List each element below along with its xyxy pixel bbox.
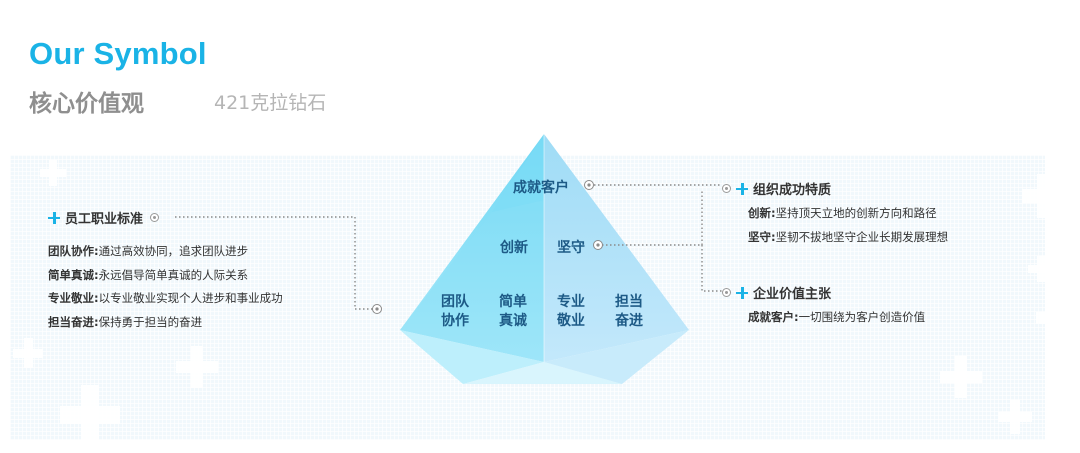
employee-standards-section: 员工职业标准 团队协作:通过高效协同，追求团队进步 简单真诚:永远倡导简单真诚的…	[48, 208, 283, 334]
item-text: 坚韧不拔地坚守企业长期发展理想	[775, 229, 949, 244]
diamond-facet-mid-left	[400, 200, 544, 362]
title-chinese: 核心价值观	[29, 91, 144, 117]
dot-icon	[150, 213, 160, 222]
dot-icon	[722, 184, 731, 193]
item-key: 专业敬业:	[48, 291, 99, 305]
diamond-facet-top-highlight	[492, 134, 544, 212]
diamond-label-professional-2: 敬业	[556, 312, 585, 329]
plus-icon	[48, 211, 60, 224]
item-key: 团队协作:	[48, 244, 99, 258]
item-key: 创新:	[748, 206, 776, 220]
diamond-label-sincere-1: 简单	[499, 293, 527, 310]
item-text: 通过高效协同，追求团队进步	[98, 244, 249, 258]
connector-dot-icons	[372, 180, 603, 314]
employee-standards-list: 团队协作:通过高效协同，追求团队进步 简单真诚:永远倡导简单真诚的人际关系 专业…	[48, 240, 283, 334]
dot-icon	[722, 288, 731, 297]
decorative-cross	[1028, 256, 1054, 282]
list-item: 简单真诚:永远倡导简单真诚的人际关系	[48, 264, 283, 288]
diamond-label-professional-1: 专业	[557, 293, 585, 310]
plus-icon	[736, 286, 748, 299]
diamond-label-teamwork-2: 协作	[441, 312, 469, 329]
value-proposition-section: 企业价值主张 成就客户:一切围绕为客户创造价值	[722, 283, 925, 330]
diamond-label-teamwork-1: 团队	[441, 293, 470, 310]
diamond-facet-bottom-center	[463, 362, 622, 384]
diamond-label-responsibility-1: 担当	[615, 293, 643, 310]
organization-traits-heading: 组织成功特质	[722, 179, 948, 198]
organization-traits-section: 组织成功特质 创新:坚持顶天立地的创新方向和路径 坚守:坚韧不拔地坚守企业长期发…	[722, 179, 948, 249]
diamond-label-perseverance: 坚守	[557, 239, 585, 256]
subtitle: 421克拉钻石	[214, 92, 327, 114]
value-proposition-list: 成就客户:一切围绕为客户创造价值	[748, 306, 925, 330]
diamond-facet-right	[544, 134, 689, 362]
decorative-cross	[60, 385, 120, 445]
list-item: 专业敬业:以专业敬业实现个人进步和事业成功	[48, 287, 283, 311]
list-item: 创新:坚持顶天立地的创新方向和路径	[748, 202, 948, 226]
item-text: 永远倡导简单真诚的人际关系	[98, 267, 249, 282]
item-text: 以专业敬业实现个人进步和事业成功	[98, 291, 283, 305]
decorative-cross	[1040, 116, 1074, 150]
list-item: 成就客户:一切围绕为客户创造价值	[748, 306, 925, 330]
organization-traits-list: 创新:坚持顶天立地的创新方向和路径 坚守:坚韧不拔地坚守企业长期发展理想	[748, 202, 948, 249]
list-item: 团队协作:通过高效协同，追求团队进步	[48, 240, 283, 264]
diamond-label-top: 成就客户	[513, 179, 569, 196]
diamond-label-innovation: 创新	[499, 239, 528, 256]
item-key: 担当奋进:	[48, 314, 99, 329]
title-english: Our Symbol	[29, 36, 207, 71]
item-text: 一切围绕为客户创造价值	[798, 310, 926, 324]
value-proposition-heading: 企业价值主张	[722, 283, 925, 302]
diamond-label-responsibility-2: 奋进	[614, 312, 643, 329]
connector-mid-right-down	[701, 245, 722, 292]
item-text: 坚持顶天立地的创新方向和路径	[775, 206, 937, 220]
item-key: 简单真诚:	[48, 267, 99, 282]
decorative-cross	[40, 160, 66, 186]
value-proposition-title: 企业价值主张	[753, 287, 832, 302]
list-item: 坚守:坚韧不拔地坚守企业长期发展理想	[748, 226, 948, 250]
plus-icon	[736, 182, 748, 195]
item-key: 成就客户:	[748, 310, 799, 324]
decorative-cross	[176, 346, 218, 388]
decorative-cross	[13, 338, 43, 368]
employee-standards-title: 员工职业标准	[65, 212, 144, 227]
decorative-cross	[1022, 174, 1066, 218]
item-key: 坚守:	[748, 229, 776, 244]
organization-traits-title: 组织成功特质	[753, 183, 832, 198]
decorative-cross	[940, 356, 982, 398]
diamond-facet-bottom-left	[400, 330, 544, 384]
list-item: 担当奋进:保持勇于担当的奋进	[48, 311, 283, 335]
decorative-cross	[1036, 298, 1076, 338]
diamond-facet-bottom-right	[544, 330, 689, 384]
item-text: 保持勇于担当的奋进	[98, 314, 203, 329]
decorative-cross	[998, 400, 1032, 434]
diamond-label-sincere-2: 真诚	[499, 312, 527, 329]
employee-standards-heading: 员工职业标准	[48, 208, 283, 227]
